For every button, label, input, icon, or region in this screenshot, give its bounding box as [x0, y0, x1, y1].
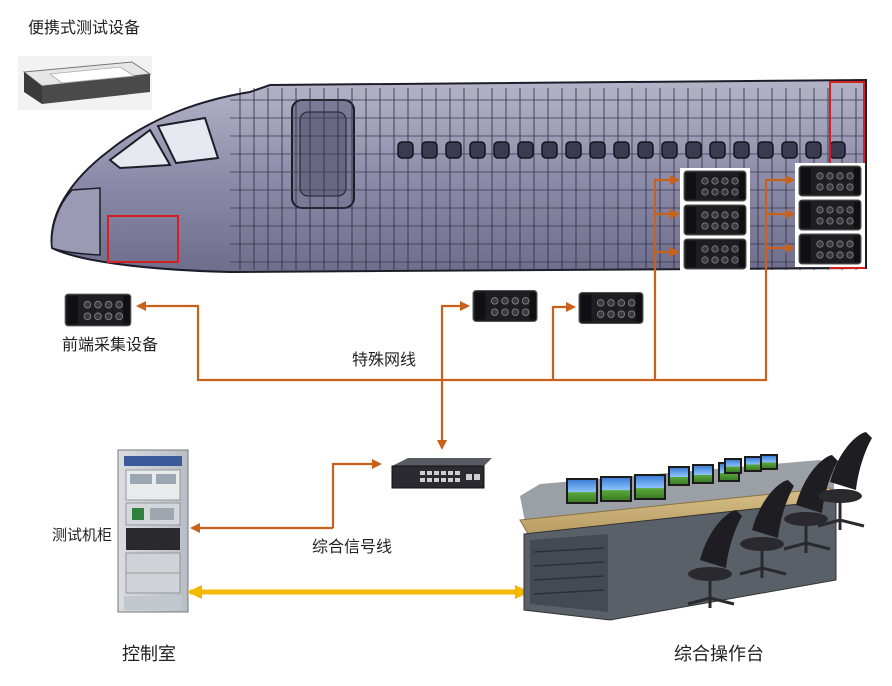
portable-device-label: 便携式测试设备 — [28, 18, 141, 37]
cabin-window — [637, 141, 654, 159]
monitor-screen — [670, 468, 688, 484]
cabin-window — [517, 141, 534, 159]
monitor-screen — [602, 478, 630, 500]
daq-box-mid-2 — [578, 292, 644, 324]
chair-back — [796, 455, 838, 513]
control-room-label: 控制室 — [122, 644, 176, 665]
daq-box-cabin-right-2 — [798, 199, 862, 231]
cabin-window — [421, 141, 438, 159]
console-label: 综合操作台 — [674, 644, 764, 665]
monitor-screen — [726, 460, 740, 472]
network-switch — [391, 458, 492, 489]
cabin-window — [493, 141, 510, 159]
chair-seat — [784, 512, 828, 526]
cabin-windows — [397, 141, 846, 159]
daq-box-cabin-right-1 — [798, 165, 862, 197]
console-chairs — [687, 432, 872, 608]
test-cabinet-label: 测试机柜 — [52, 526, 113, 544]
cabin-window — [541, 141, 558, 159]
console-monitors — [566, 454, 778, 504]
cabin-window — [829, 141, 846, 159]
monitor-screen — [568, 480, 596, 502]
cabin-window — [805, 141, 822, 159]
cabin-window — [445, 141, 462, 159]
daq-box-frontend — [64, 293, 132, 327]
daq-box-cabin-left-3 — [683, 238, 747, 270]
special-network-cable-label: 特殊网线 — [352, 350, 417, 369]
frontend-device-label: 前端采集设备 — [62, 335, 159, 354]
cabin-window — [613, 141, 630, 159]
chair-back — [700, 510, 742, 568]
daq-box-cabin-left-2 — [683, 204, 747, 236]
chair-back — [752, 480, 794, 538]
cabin-window — [685, 141, 702, 159]
monitor-screen — [636, 476, 664, 498]
cabin-window — [733, 141, 750, 159]
cabin-window — [709, 141, 726, 159]
daq-box-cabin-right-3 — [798, 233, 862, 265]
cabin-window — [565, 141, 582, 159]
daq-box-mid-1 — [472, 290, 538, 322]
monitor-screen — [762, 456, 776, 468]
chair-base — [817, 518, 865, 530]
daq-box-cabin-left-1 — [683, 170, 747, 202]
cabin-window — [661, 141, 678, 159]
chair-seat — [688, 567, 732, 581]
chair-seat — [818, 489, 862, 503]
cabin-window — [469, 141, 486, 159]
integrated-signal-cable-label: 综合信号线 — [312, 537, 393, 556]
front-area-highlight — [107, 215, 179, 263]
cabin-window — [781, 141, 798, 159]
special-network-lines — [136, 175, 795, 450]
chair-base — [687, 596, 735, 608]
monitor-screen — [694, 466, 712, 482]
cabin-window — [589, 141, 606, 159]
monitor-screen — [746, 458, 760, 470]
integrated-signal-lines — [190, 459, 382, 533]
portable-test-device — [18, 56, 152, 110]
chair-back — [830, 432, 872, 490]
cabin-window — [757, 141, 774, 159]
chair-base — [739, 566, 787, 578]
test-cabinet — [117, 449, 189, 613]
cabin-window — [397, 141, 414, 159]
chair-seat — [740, 537, 784, 551]
chair-base — [783, 541, 831, 553]
